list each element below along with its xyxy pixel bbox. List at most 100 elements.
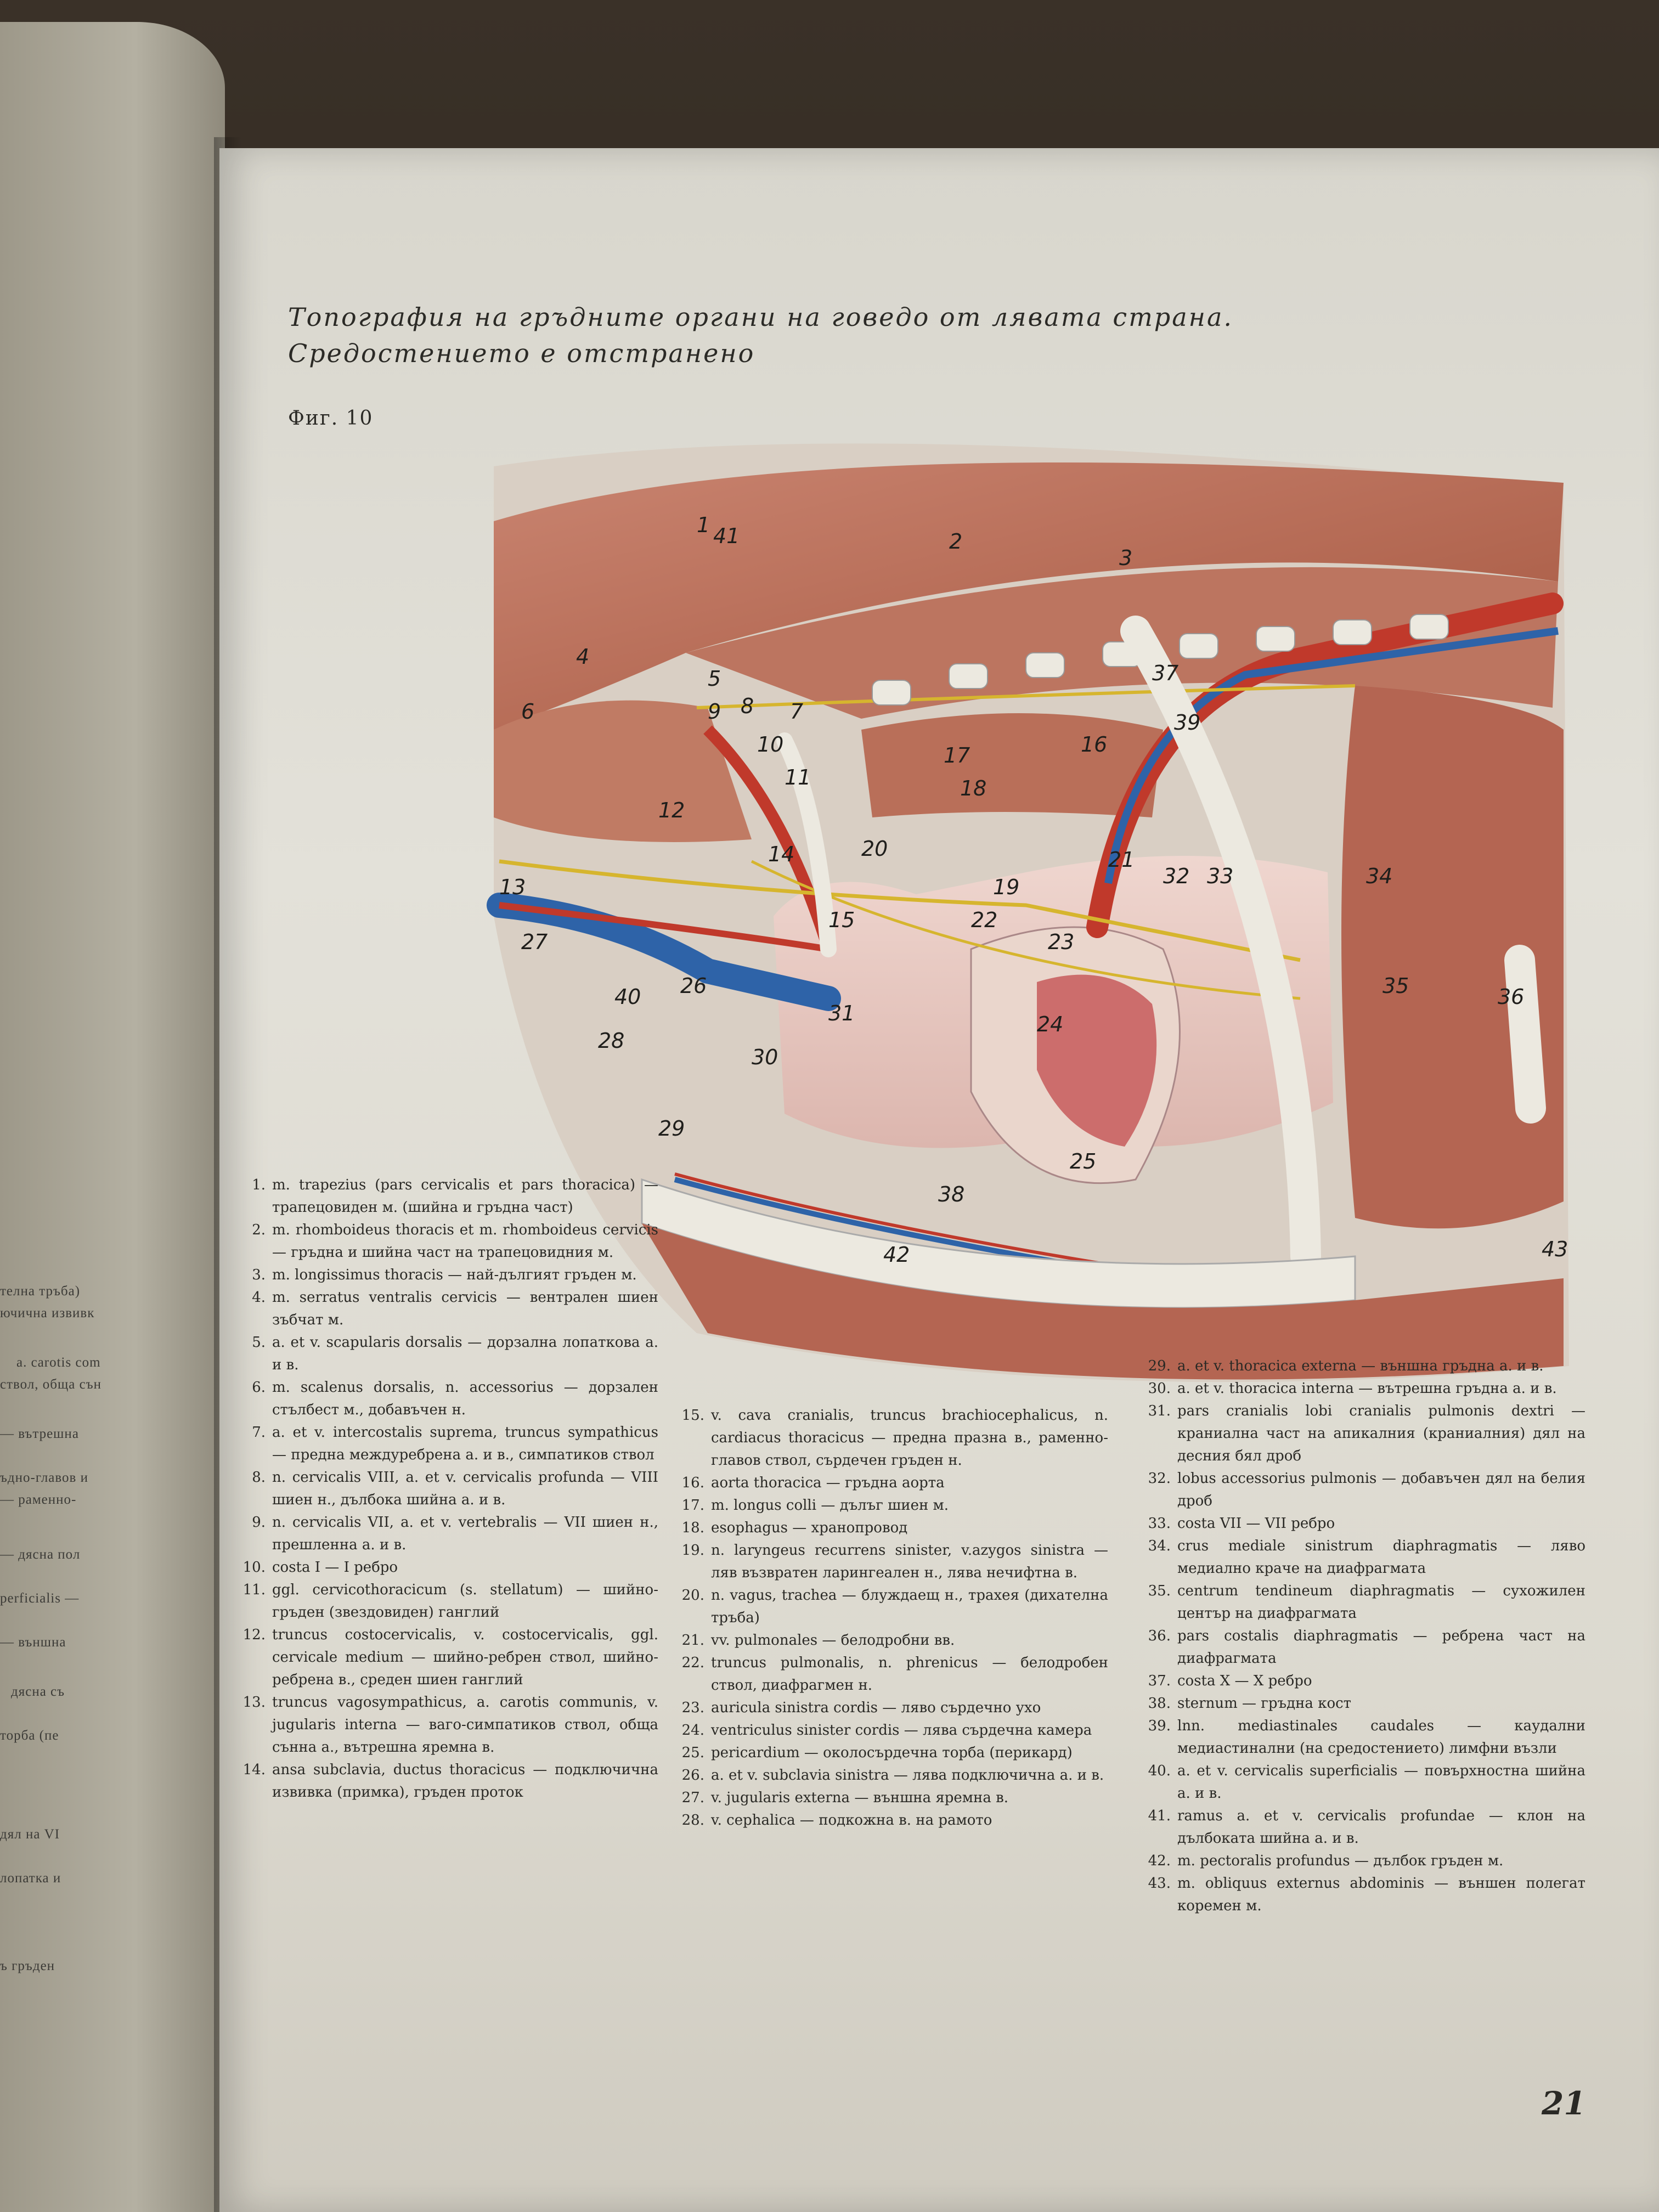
legend-text: crus mediale sinistrum diaphragmatis — л… <box>1177 1538 1585 1577</box>
figure-number-label: 20 <box>861 837 888 861</box>
figure-number-label: 18 <box>960 776 986 800</box>
legend-text: a. et v. scapularis dorsalis — дорзална … <box>272 1334 658 1373</box>
legend-text: costa VII — VII ребро <box>1177 1515 1335 1532</box>
legend-item: 5.a. et v. scapularis dorsalis — дорзалн… <box>230 1331 658 1376</box>
legend-text: a. et v. cervicalis superficialis — повъ… <box>1177 1763 1585 1802</box>
figure-number-label: 9 <box>708 699 721 724</box>
legend-number: 3. <box>252 1267 266 1283</box>
legend-text: pars costalis diaphragmatis — ребрена ча… <box>1177 1628 1585 1667</box>
figure-number-label: 24 <box>1037 1012 1063 1036</box>
costa-vii <box>1120 616 1321 1272</box>
figure-number-label: 37 <box>1152 661 1178 685</box>
legend-number: 24. <box>681 1722 704 1739</box>
left-page-fragment: — дясна пол <box>0 1547 81 1562</box>
legend-number: 37. <box>1148 1673 1171 1689</box>
left-page-fragment: — раменно- <box>0 1492 77 1507</box>
figure-number-label: 30 <box>752 1045 778 1069</box>
figure-number-label: 13 <box>499 875 526 899</box>
legend-item: 14.ansa subclavia, ductus thoracicus — п… <box>230 1759 658 1804</box>
legend-text: ventriculus sinister cordis — лява сърде… <box>711 1722 1092 1739</box>
legend-number: 12. <box>242 1627 266 1643</box>
figure-number-label: 39 <box>1174 710 1200 735</box>
legend-text: a. et v. intercostalis suprema, truncus … <box>272 1424 658 1463</box>
legend-number: 21. <box>681 1632 704 1649</box>
figure-number-label: 43 <box>1542 1237 1568 1261</box>
legend-text: lobus accessorius pulmonis — добавъчен д… <box>1177 1470 1585 1509</box>
legend-item: 7.a. et v. intercostalis suprema, truncu… <box>230 1421 658 1466</box>
legend-item: 11.ggl. cervicothoracicum (s. stellatum)… <box>230 1579 658 1624</box>
legend-text: esophagus — хранопровод <box>711 1520 908 1536</box>
legend-text: n. cervicalis VII, a. et v. vertebralis … <box>272 1514 658 1553</box>
figure-number-label: 34 <box>1366 864 1392 888</box>
legend-number: 36. <box>1148 1628 1171 1644</box>
legend-text: v. cephalica — подкожна в. на рамото <box>711 1812 992 1829</box>
legend-item: 33.costa VII — VII ребро <box>1136 1513 1585 1535</box>
legend-number: 29. <box>1148 1358 1171 1374</box>
legend-number: 20. <box>681 1587 704 1604</box>
heart-ventricle <box>1037 974 1157 1147</box>
legend-number: 28. <box>681 1812 704 1829</box>
left-page-fragment: торба (пе <box>0 1728 59 1743</box>
legend-text: ansa subclavia, ductus thoracicus — подк… <box>272 1762 658 1801</box>
legend-item: 10.costa I — I ребро <box>230 1556 658 1579</box>
vagus-nerve <box>499 859 1301 962</box>
legend-item: 24. ventriculus sinister cordis — лява съ… <box>669 1719 1108 1742</box>
legend-text: a. et v. thoracica interna — вътрешна гр… <box>1177 1380 1557 1397</box>
legend-item: 6.m. scalenus dorsalis, n. accessorius —… <box>230 1376 658 1421</box>
legend-number: 27. <box>681 1790 704 1806</box>
legend-item: 9. n. cervicalis VII, a. et v. vertebrali… <box>230 1511 658 1556</box>
legend-item: 41.ramus a. et v. cervicalis profundae —… <box>1136 1805 1585 1850</box>
legend-number: 9. <box>252 1514 266 1531</box>
legend-item: 31.pars cranialis lobi cranialis pulmoni… <box>1136 1400 1585 1468</box>
legend-item: 20.n. vagus, trachea — блуждаещ н., трах… <box>669 1584 1108 1629</box>
legend-text: lnn. mediastinales caudales — каудални м… <box>1177 1718 1585 1757</box>
legend-text: m. longus colli — дълъг шиен м. <box>711 1497 949 1514</box>
legend-item: 23.auricula sinistra cordis — ляво сърде… <box>669 1697 1108 1719</box>
legend-number: 43. <box>1148 1875 1171 1892</box>
figure-number-label: 12 <box>658 798 685 822</box>
legend-number: 8. <box>252 1469 266 1486</box>
legend-item: 18.esophagus — хранопровод <box>669 1517 1108 1539</box>
left-page-fragment: perficialis — <box>0 1591 80 1606</box>
legend-item: 17.m. longus colli — дълъг шиен м. <box>669 1494 1108 1517</box>
legend-number: 19. <box>681 1542 704 1559</box>
legend-text: sternum — гръдна кост <box>1177 1695 1352 1712</box>
legend-number: 30. <box>1148 1380 1171 1397</box>
legend-text: truncus costocervicalis, v. costocervica… <box>272 1627 658 1688</box>
legend-text: vv. pulmonales — белодробни вв. <box>711 1632 955 1649</box>
figure-number-label: 38 <box>938 1182 964 1206</box>
legend-text: a. et v. subclavia sinistra — лява подкл… <box>711 1767 1104 1784</box>
legend-text: ggl. cervicothoracicum (s. stellatum) — … <box>272 1582 658 1621</box>
left-page-fragment: дясна съ <box>11 1684 65 1699</box>
brachiocephalic-trunk <box>703 725 834 951</box>
left-page-fragment: ючична извивк <box>0 1306 95 1321</box>
figure-number-label: 42 <box>883 1243 910 1267</box>
figure-number-label: 41 <box>713 524 740 548</box>
figure-number-label: 7 <box>790 699 803 724</box>
legend-item: 1.m. trapezius (pars cervicalis et pars … <box>230 1174 658 1219</box>
legend-item: 29.a. et v. thoracica externa — външна г… <box>1136 1355 1585 1378</box>
figure-number-label: 22 <box>971 908 997 932</box>
left-page-fragment: ствол, обща сън <box>0 1377 102 1392</box>
left-page-fragment: а. carotis com <box>16 1355 101 1370</box>
left-page-fragment: ъ гръден <box>0 1959 55 1973</box>
title-line: Средостението е отстранено <box>288 338 755 368</box>
legend-text: m. obliquus externus abdominis — външен … <box>1177 1875 1585 1914</box>
title-line: Топография на гръдните органи на говедо … <box>288 302 1234 332</box>
legend-item: 27.v. jugularis externa — външна яремна … <box>669 1787 1108 1809</box>
legend-number: 22. <box>681 1655 704 1671</box>
figure-number-label: 6 <box>521 699 534 724</box>
left-book-page: телна тръба) ючична извивк а. carotis co… <box>0 22 225 2212</box>
figure-number-label: 16 <box>1081 732 1107 757</box>
legend-column-1: 1.m. trapezius (pars cervicalis et pars … <box>230 1174 658 1804</box>
legend-text: n. cervicalis VIII, a. et v. cervicalis … <box>272 1469 658 1508</box>
figure-number-label: 36 <box>1498 985 1524 1009</box>
legend-text: m. trapezius (pars cervicalis et pars th… <box>272 1177 658 1216</box>
legend-text: aorta thoracica — гръдна аорта <box>711 1475 945 1491</box>
left-page-fragment: — външна <box>0 1635 66 1650</box>
legend-item: 43. m. obliquus externus abdominis — външ… <box>1136 1872 1585 1917</box>
costa-x <box>1504 945 1546 1124</box>
figure-number-label: 15 <box>828 908 855 932</box>
